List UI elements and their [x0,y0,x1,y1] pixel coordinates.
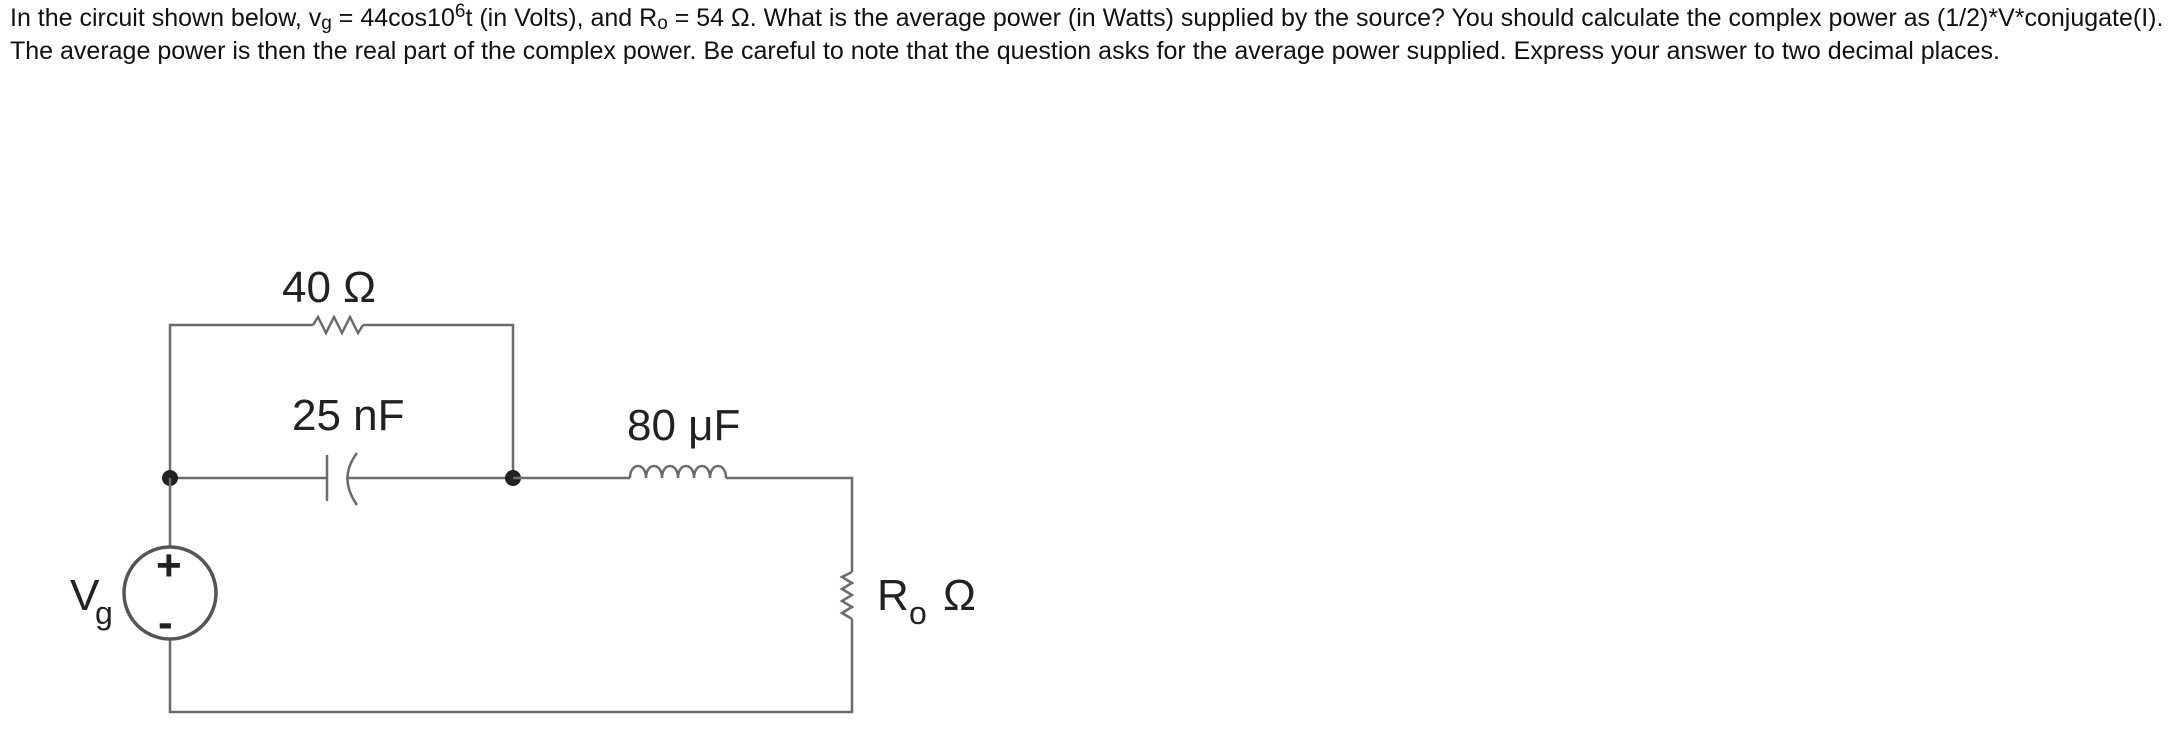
capacitor-branch [170,452,513,506]
vg-subscript: g [321,13,332,34]
source-minus-sign: - [158,598,173,647]
frequency-exponent: 6 [454,1,466,22]
resistor-40-label: 40 Ω [282,263,376,312]
inductor-branch [513,464,854,572]
load-resistor [168,570,855,714]
source-label: V [70,571,100,620]
load-label: R [877,571,909,620]
question-part-1: In the circuit shown below, v [10,4,322,32]
load-label-subscript: o [909,595,927,631]
ro-subscript: o [657,13,668,34]
question-part-3: t (in Volts), and R [465,4,658,32]
voltage-source: + - [122,478,218,647]
load-unit: Ω [943,571,976,620]
question-part-4: = 54 Ω. What is the average power (in Wa… [10,4,2164,65]
question-part-2: = 44cos10 [331,4,455,32]
source-label-subscript: g [95,595,113,631]
top-resistor-branch [168,314,515,478]
inductor-label: 80 μF [627,401,740,450]
source-plus-sign: + [156,541,182,590]
question-text: In the circuit shown below, vg = 44cos10… [10,2,2170,68]
capacitor-label: 25 nF [292,391,405,440]
